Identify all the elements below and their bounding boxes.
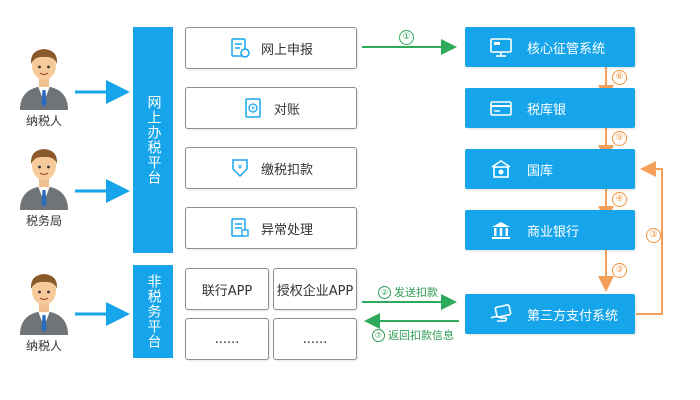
service-online-filing[interactable]: 网上申报 [185,27,357,69]
system-treasury[interactable]: 国库 [465,149,635,189]
app-placeholder[interactable]: ...... [273,318,357,360]
online-tax-platform-label: 网上办税平台 [145,95,162,185]
actor-label: 纳税人 [25,339,62,353]
edge-text-2: 发送扣款 [394,286,438,299]
edge-label-3-lower: ③ [612,263,627,278]
service-label: 网上申报 [260,42,313,58]
edge-text-7: 返回扣款信息 [388,329,454,342]
non-tax-platform-label: 非税务平台 [145,274,162,349]
online-tax-platform: 网上办税平台 [133,27,173,253]
document-icon [229,217,251,239]
actor-taxpayer-bottom [14,265,74,345]
service-label: 对账 [273,102,300,118]
person-icon [20,149,68,210]
svg-text:¥: ¥ [238,163,243,171]
actor-label: 税务局 [25,214,62,228]
treasury-icon [489,158,513,180]
system-label: 商业银行 [527,224,580,240]
system-tips[interactable]: 税库银 [465,88,635,128]
app-lianhang[interactable]: 联行APP [185,268,269,310]
app-label: ...... [214,331,240,347]
bank-icon [489,219,513,241]
service-reconciliation[interactable]: ¥ 对账 [185,87,357,129]
edge-label-6: ⑥ [612,70,627,85]
service-label: 异常处理 [260,222,313,238]
card-icon [489,97,513,119]
edge-label-5: ⑤ [612,131,627,146]
system-label: 核心征管系统 [527,41,606,57]
service-tax-payment[interactable]: ¥ 缴税扣款 [185,147,357,189]
svg-text:¥: ¥ [251,106,255,113]
system-commercial-bank[interactable]: 商业银行 [465,210,635,250]
pos-icon [489,303,513,325]
system-label: 第三方支付系统 [527,308,619,324]
edge-number-7: ⑦ [372,329,385,342]
person-icon [20,274,68,335]
actor-tax-bureau [14,140,74,220]
edge-label-3-loop: ③ [646,228,661,243]
monitor-icon [489,36,513,58]
system-label: 税库银 [527,102,567,118]
person-icon [20,49,68,110]
system-core-tax-admin[interactable]: 核心征管系统 [465,27,635,67]
app-label: ...... [302,331,328,347]
app-label: 授权企业APP [276,283,354,299]
system-label: 国库 [527,163,554,179]
edge-label-1: ① [399,30,414,45]
form-icon [229,37,251,59]
app-authorized-enterprise[interactable]: 授权企业APP [273,268,357,310]
app-label: 联行APP [201,283,253,299]
edge-label-4: ④ [612,192,627,207]
service-label: 缴税扣款 [260,162,313,178]
edge-number-2: ② [378,286,391,299]
service-exception-handling[interactable]: 异常处理 [185,207,357,249]
non-tax-platform: 非税务平台 [133,265,173,358]
system-third-party-payment[interactable]: 第三方支付系统 [465,294,635,334]
app-placeholder[interactable]: ...... [185,318,269,360]
ledger-icon: ¥ [242,97,264,119]
arrow-e3-loop [636,161,663,315]
payment-icon: ¥ [229,157,251,179]
actor-label: 纳税人 [25,114,62,128]
actor-taxpayer-top [14,40,74,120]
